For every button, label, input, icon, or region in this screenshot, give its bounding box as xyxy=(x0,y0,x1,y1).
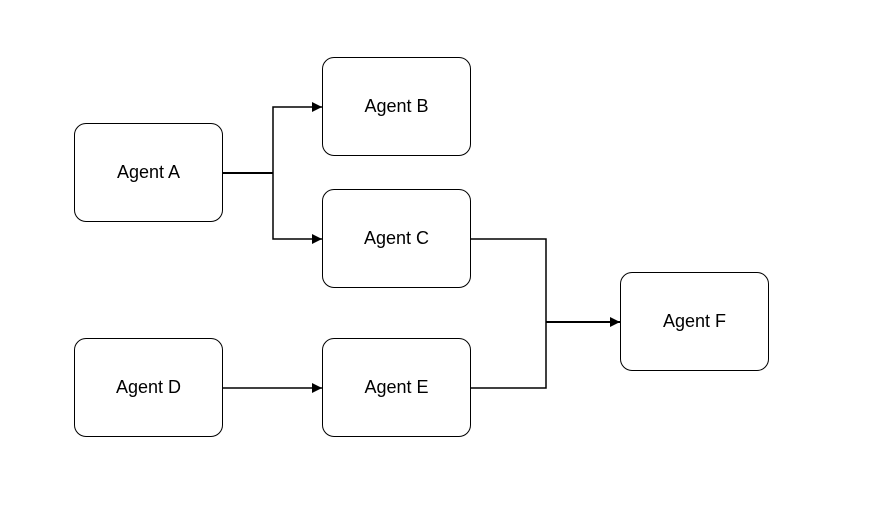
node-agent-f: Agent F xyxy=(620,272,769,371)
node-agent-c: Agent C xyxy=(322,189,471,288)
node-agent-b-label: Agent B xyxy=(364,96,429,116)
edge-e-to-merge xyxy=(471,322,547,389)
node-agent-d: Agent D xyxy=(74,338,223,437)
node-agent-e: Agent E xyxy=(322,338,471,437)
edge-a-to-b xyxy=(272,102,322,173)
node-agent-d-label: Agent D xyxy=(115,377,182,397)
node-agent-e-label: Agent E xyxy=(364,377,429,397)
edge-c-to-merge xyxy=(471,238,547,322)
node-agent-a-label: Agent A xyxy=(116,162,181,182)
node-agent-b: Agent B xyxy=(322,57,471,156)
edge-a-to-c xyxy=(272,173,322,244)
node-agent-c-label: Agent C xyxy=(363,228,430,248)
node-agent-a: Agent A xyxy=(74,123,223,222)
node-agent-f-label: Agent F xyxy=(662,311,727,331)
